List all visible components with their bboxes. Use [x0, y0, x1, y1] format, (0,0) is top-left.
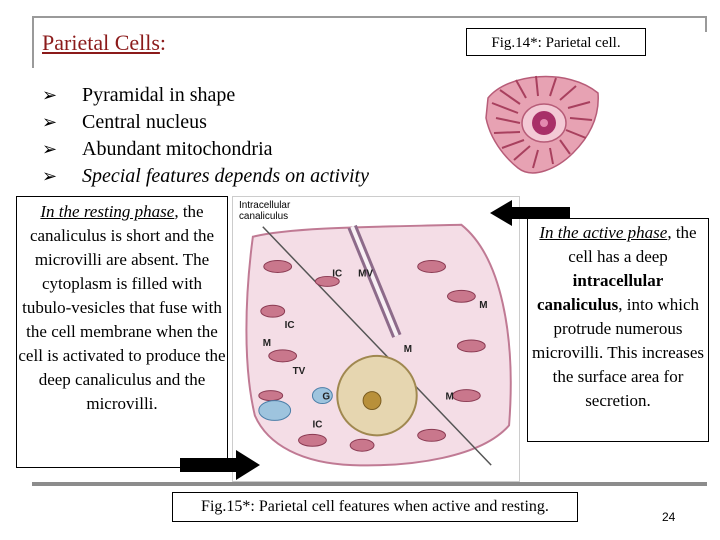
- arrow-bullet-icon: ➢: [42, 109, 82, 136]
- diagram-label-ic: IC: [312, 419, 322, 430]
- list-item: ➢ Pyramidal in shape: [42, 82, 369, 109]
- arrow-bullet-icon: ➢: [42, 82, 82, 109]
- diagram-label-tv: TV: [293, 366, 306, 377]
- parietal-cell-image: [478, 68, 606, 184]
- active-phase-box: In the active phase, the cell has a deep…: [527, 218, 709, 442]
- list-item-text: Central nucleus: [82, 109, 207, 136]
- parietal-cell-diagram: Intracellular canaliculus IC IC IC MV M …: [232, 196, 520, 482]
- resting-phase-box: In the resting phase, the canaliculus is…: [16, 196, 228, 468]
- diagram-label-ic: IC: [332, 268, 342, 279]
- list-item: ➢ Special features depends on activity: [42, 163, 369, 190]
- resting-phase-text: , the canaliculus is short and the micro…: [18, 202, 225, 413]
- diagram-label-g: G: [322, 392, 330, 403]
- list-item-text: Pyramidal in shape: [82, 82, 235, 109]
- diagram-label-m: M: [479, 300, 487, 311]
- list-item-text: Special features depends on activity: [82, 163, 369, 190]
- list-item-text: Abundant mitochondria: [82, 136, 273, 163]
- resting-phase-heading: In the resting phase: [40, 202, 174, 221]
- diagram-label-ic: IC: [285, 320, 295, 331]
- page-number: 24: [662, 510, 675, 524]
- frame-top-line: [32, 16, 707, 18]
- frame-right-line: [705, 16, 707, 32]
- frame-bottom-line: [32, 482, 707, 486]
- feature-list: ➢ Pyramidal in shape ➢ Central nucleus ➢…: [42, 82, 369, 190]
- diagram-label-mv: MV: [358, 268, 373, 279]
- fig15-caption: Fig.15*: Parietal cell features when act…: [172, 492, 578, 522]
- diagram-label-m: M: [404, 344, 412, 355]
- slide-title: Parietal Cells:: [42, 30, 166, 56]
- left-arrow-icon: [490, 200, 570, 226]
- arrow-bullet-icon: ➢: [42, 163, 82, 190]
- diagram-label-canaliculus-1: Intracellular: [239, 200, 291, 211]
- slide-title-colon: :: [160, 30, 166, 55]
- diagram-label-m: M: [263, 338, 271, 349]
- slide-title-text: Parietal Cells: [42, 30, 160, 55]
- fig14-caption: Fig.14*: Parietal cell.: [466, 28, 646, 56]
- right-arrow-icon: [180, 450, 260, 480]
- arrow-bullet-icon: ➢: [42, 136, 82, 163]
- diagram-label-canaliculus-2: canaliculus: [239, 211, 288, 222]
- list-item: ➢ Abundant mitochondria: [42, 136, 369, 163]
- diagram-label-m: M: [446, 392, 454, 403]
- list-item: ➢ Central nucleus: [42, 109, 369, 136]
- frame-left-line: [32, 16, 34, 68]
